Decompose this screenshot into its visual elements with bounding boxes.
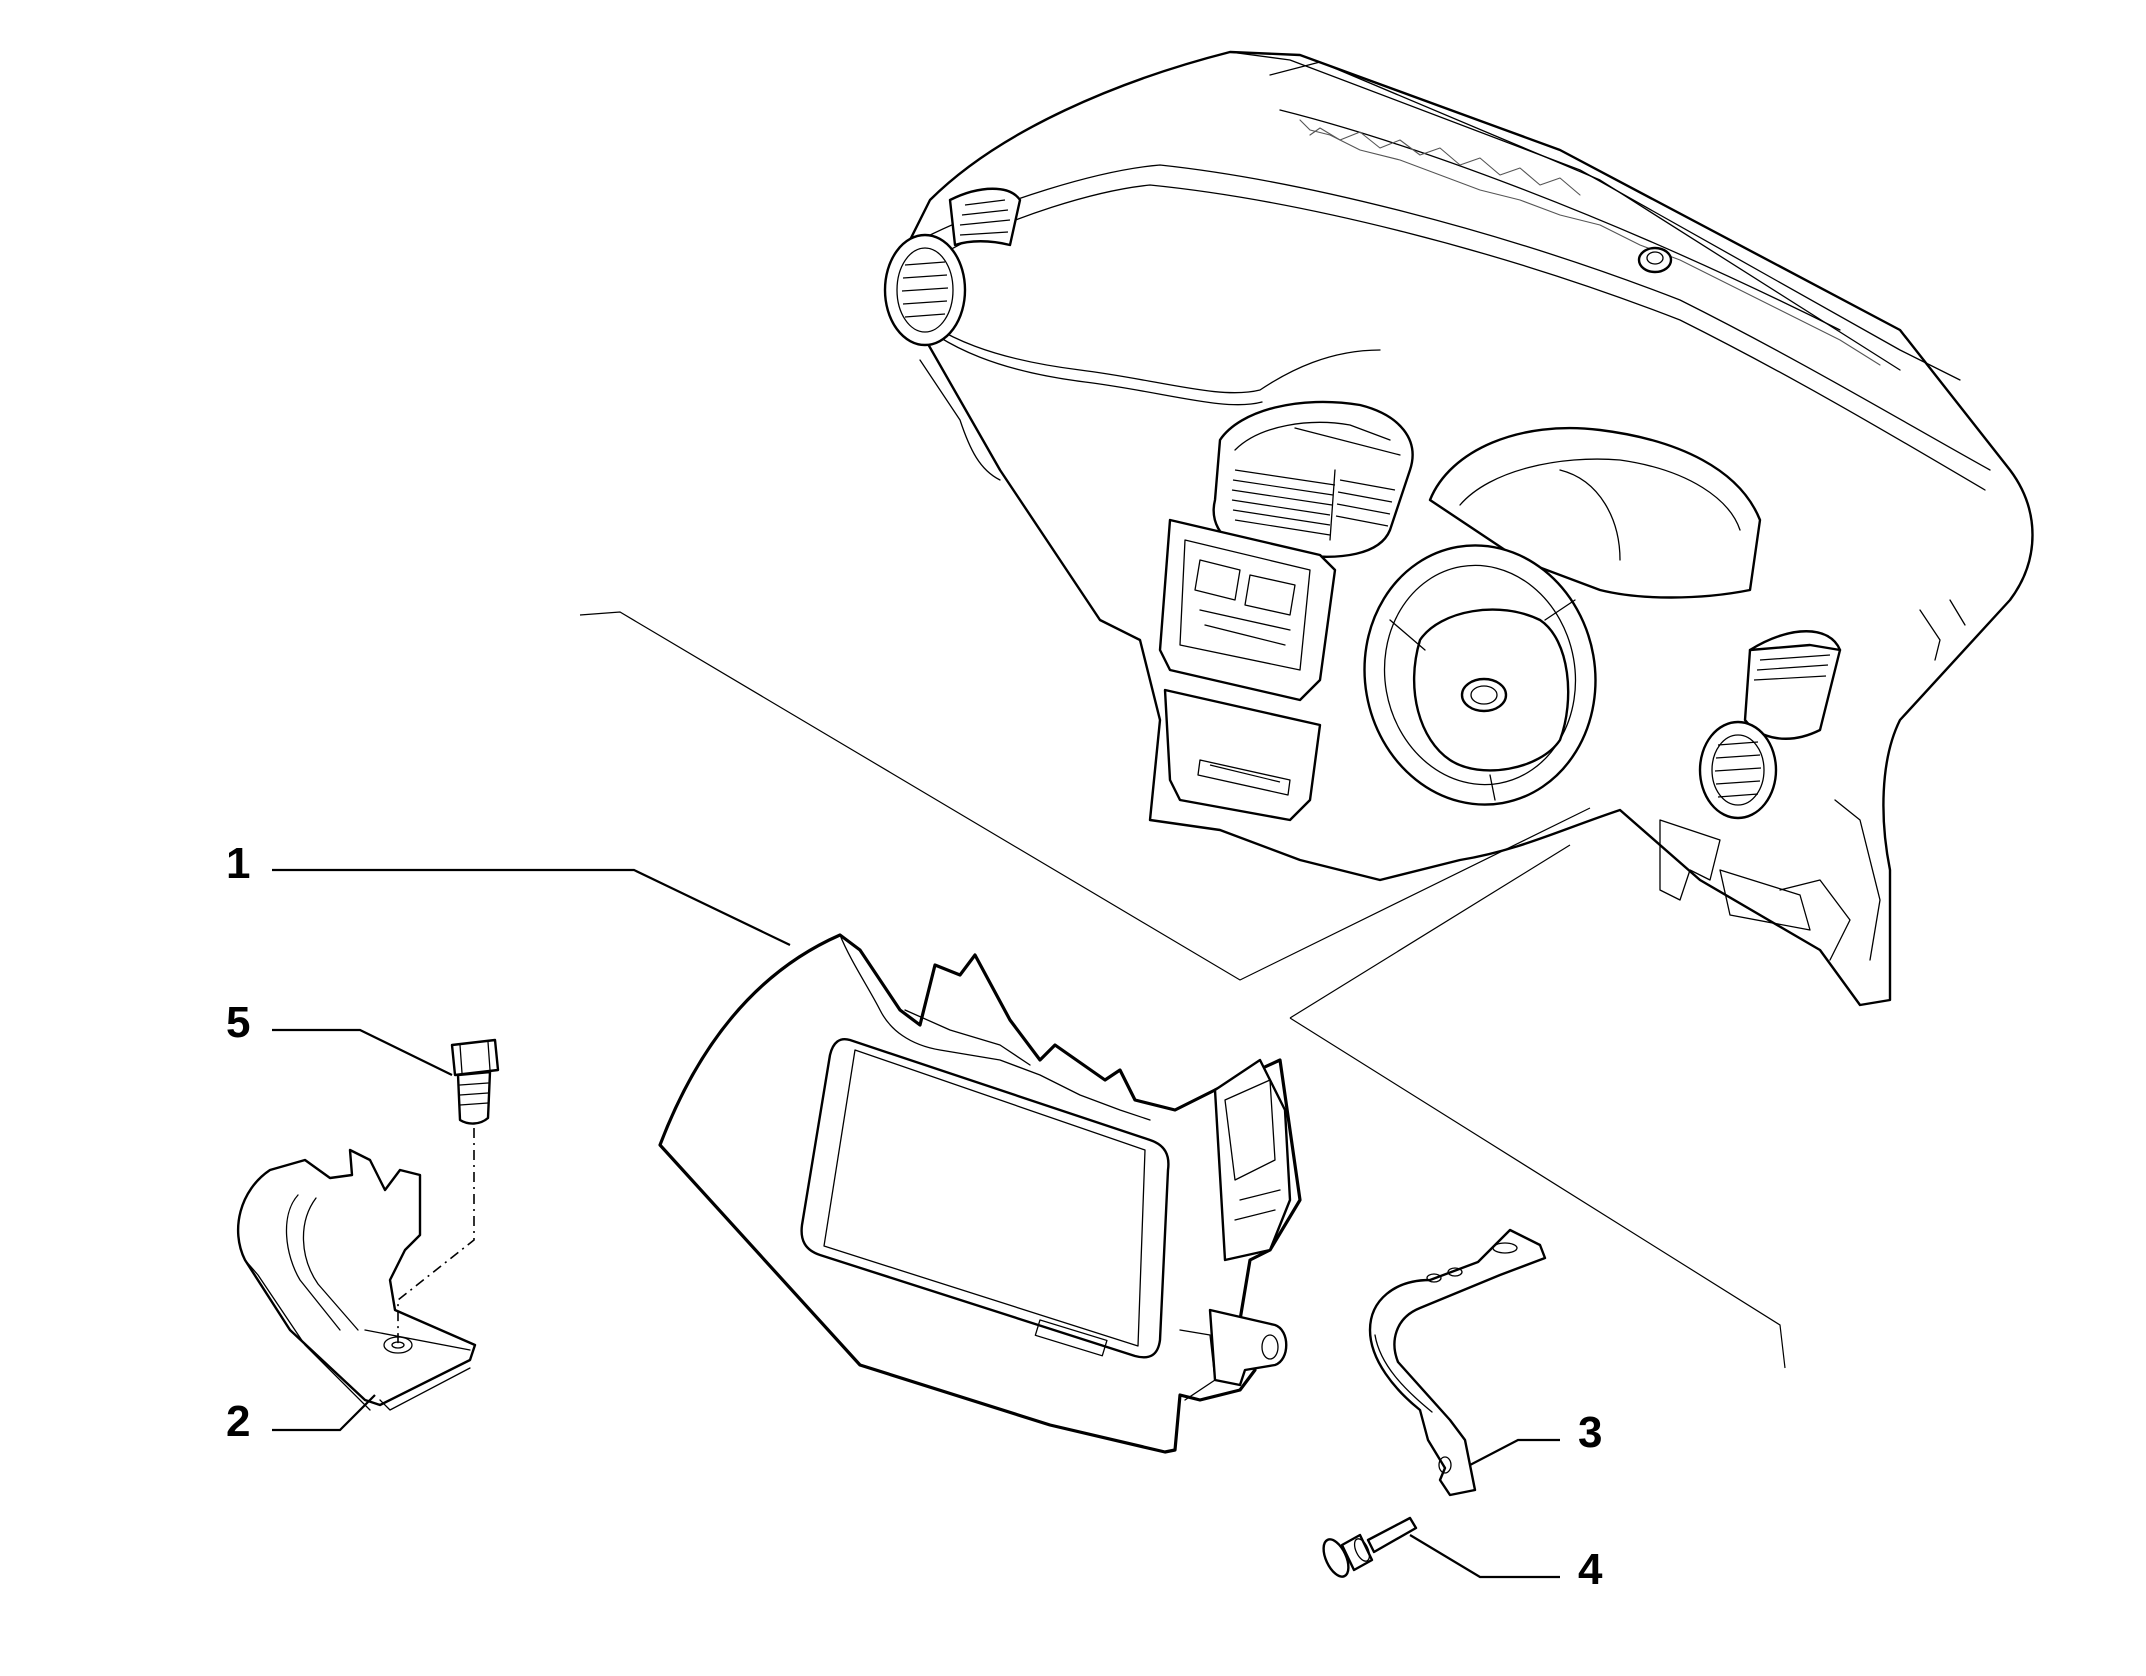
callout-4: 4 [1578, 1545, 1603, 1594]
part-4-push-clip [1322, 1516, 1418, 1578]
steering-wheel [1363, 544, 1597, 806]
callout-labels: 1 5 2 3 4 [226, 839, 1603, 1594]
assembly-guide-lines [579, 611, 1786, 1369]
instrument-cluster-hood [1428, 426, 1762, 599]
leader-3 [1469, 1438, 1560, 1466]
dashboard-assembly [883, 50, 2034, 1007]
part-1-lower-dash-panel [658, 933, 1302, 1454]
callout-5: 5 [226, 998, 250, 1047]
leader-5 [272, 1028, 453, 1076]
callout-leaders [272, 868, 1560, 1579]
callout-2: 2 [226, 1397, 250, 1446]
center-air-vents [1212, 400, 1414, 558]
leader-2 [272, 1394, 376, 1432]
part-2-bracket [237, 1148, 477, 1411]
leader-1 [272, 868, 791, 946]
lower-mounting-brackets [1659, 599, 1966, 961]
leader-4 [1409, 1534, 1560, 1579]
part-3-strap-bracket [1368, 1228, 1547, 1497]
left-air-vent [883, 187, 1022, 347]
callout-1: 1 [226, 839, 250, 888]
callout-3: 3 [1578, 1408, 1602, 1457]
part-5-bolt [397, 1038, 500, 1345]
right-air-vent [1698, 630, 1842, 820]
center-console [1158, 518, 1337, 822]
